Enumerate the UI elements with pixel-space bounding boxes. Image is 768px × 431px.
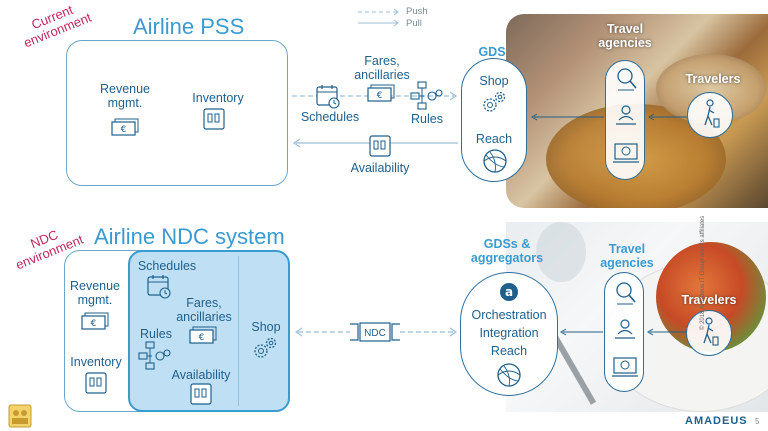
money-icon: € <box>111 118 139 136</box>
bottom-globe-icon <box>497 363 521 387</box>
svg-text:€: € <box>91 319 97 329</box>
top-reach-label: Reach <box>475 132 513 146</box>
bottom-inventory-icon <box>85 372 107 394</box>
legend-lines <box>358 8 399 27</box>
top-revenue-label: Revenue mgmt. <box>99 82 151 110</box>
svg-text:€: € <box>199 333 205 343</box>
top-travel-agencies-label: Travel agencies <box>598 22 652 50</box>
copyright-text: © 2018 Amadeus IT Group and its affiliat… <box>700 215 706 330</box>
fares-money-icon: € <box>367 84 395 102</box>
bottom-travelers-label: Travelers <box>681 293 737 307</box>
bottom-availability-icon <box>190 383 212 405</box>
page-number: 5 <box>755 417 760 426</box>
bottom-traveler-arrow <box>647 328 686 336</box>
bottom-travel-agencies-label: Travel agencies <box>600 242 654 270</box>
rules-icon <box>410 81 443 110</box>
bottom-agencies-pill <box>604 272 644 392</box>
top-travelers-label: Travelers <box>685 72 741 86</box>
bottom-shop-label: Shop <box>251 320 281 334</box>
footer-logo-icon <box>8 404 32 428</box>
top-inventory-label: Inventory <box>192 91 244 105</box>
agent-desk-icon <box>616 105 636 125</box>
svg-text:€: € <box>121 125 127 135</box>
bottom-inventory-label: Inventory <box>70 355 122 369</box>
top-gds-label: GDS <box>478 45 506 59</box>
orchestration-label: Orchestration <box>471 308 547 322</box>
legend-pull: Pull <box>406 18 422 29</box>
bottom-calendar-icon <box>147 275 171 299</box>
bottom-gds-label: GDSs & aggregators <box>470 237 544 265</box>
svg-text:€: € <box>377 91 383 101</box>
top-fares-label: Fares, ancillaries <box>354 54 410 82</box>
top-agencies-pill <box>605 60 645 180</box>
bottom-reach-label: Reach <box>490 344 528 358</box>
traveler-icon <box>704 99 720 128</box>
bottom-rules-label: Rules <box>140 327 172 341</box>
globe-icon <box>483 149 507 173</box>
gears-icon <box>483 91 506 112</box>
top-schedules-label: Schedules <box>300 110 360 124</box>
top-rules-label: Rules <box>411 112 443 126</box>
airline-pss-title: Airline PSS <box>133 14 245 39</box>
amadeus-logo: amadeus <box>685 415 748 427</box>
airline-ndc-title: Airline NDC system <box>94 224 285 249</box>
bottom-traveler-icon <box>703 317 719 346</box>
bottom-search-agent-icon <box>616 282 636 305</box>
bottom-availability-label: Availability <box>171 368 231 382</box>
legend-push: Push <box>406 6 428 17</box>
top-traveler-arrow <box>648 113 687 121</box>
search-agent-icon <box>617 68 637 91</box>
bottom-fares-label: Fares, ancillaries <box>176 296 232 324</box>
top-shop-label: Shop <box>479 74 509 88</box>
bottom-agency-gds-arrow <box>560 328 603 336</box>
bottom-money-icon: € <box>81 312 109 330</box>
ndc-divider <box>238 256 239 406</box>
pss-box <box>66 40 288 186</box>
bottom-agent-desk-icon <box>615 319 635 339</box>
bottom-schedules-label: Schedules <box>137 259 197 273</box>
top-traveler-circle <box>687 92 733 138</box>
integration-label: Integration <box>479 326 539 340</box>
ndc-label: NDC <box>364 328 386 339</box>
laptop-search-icon <box>613 143 639 163</box>
bottom-laptop-search-icon <box>612 357 638 377</box>
bottom-gears-icon <box>254 337 277 358</box>
ndc-connector <box>294 322 458 342</box>
gds-pill <box>461 58 527 182</box>
amadeus-a-icon: a <box>500 283 518 301</box>
top-agency-gds-arrow <box>531 113 604 121</box>
bottom-rules-icon <box>138 341 171 370</box>
bottom-revenue-label: Revenue mgmt. <box>69 279 121 307</box>
svg-text:a: a <box>505 285 513 299</box>
inventory-icon <box>203 108 225 130</box>
top-availability-label: Availability <box>350 161 410 175</box>
availability-icon <box>369 135 391 157</box>
calendar-icon <box>316 85 340 109</box>
bottom-fares-money-icon: € <box>189 326 217 344</box>
